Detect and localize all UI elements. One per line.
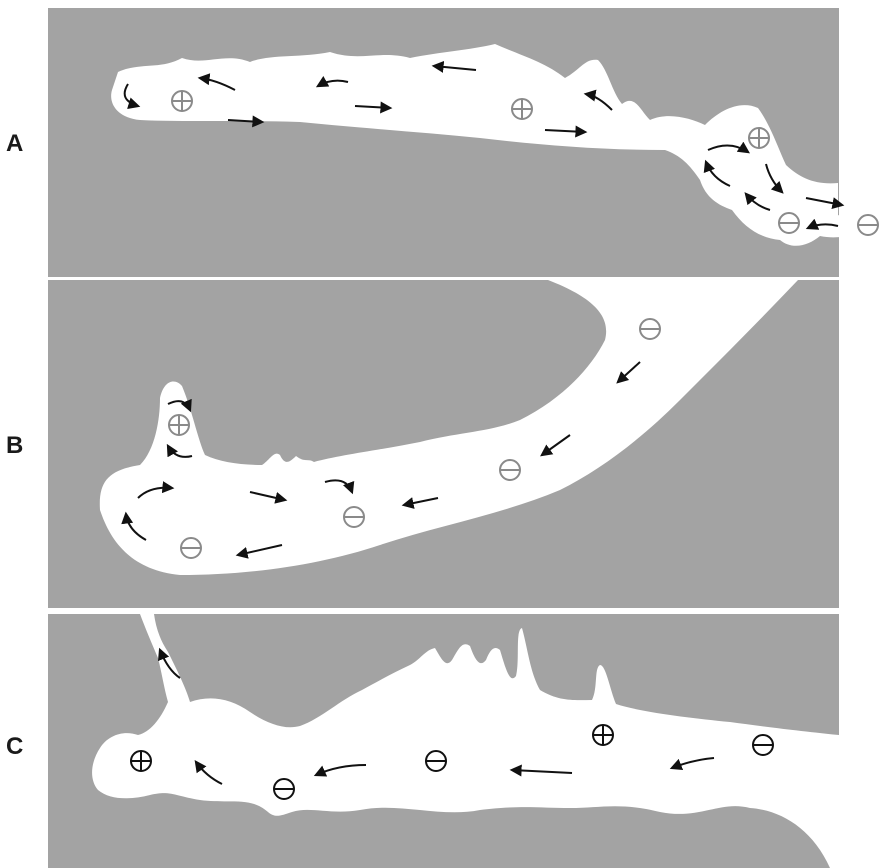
negative-charge-icon — [500, 460, 520, 480]
panel-b — [48, 280, 839, 608]
negative-charge-icon — [426, 751, 446, 771]
positive-charge-icon — [172, 91, 192, 111]
positive-charge-icon — [512, 99, 532, 119]
panel-c — [48, 614, 839, 868]
negative-charge-icon — [753, 735, 773, 755]
positive-charge-icon — [169, 415, 189, 435]
panel-a — [48, 8, 870, 277]
positive-charge-icon — [749, 128, 769, 148]
positive-charge-icon — [593, 725, 613, 745]
panel-separator-bc — [48, 608, 839, 614]
negative-charge-icon — [274, 779, 294, 799]
panel-separator-ab — [48, 277, 839, 280]
negative-charge-icon — [344, 507, 364, 527]
negative-charge-icon — [181, 538, 201, 558]
negative-charge-icon — [779, 213, 799, 233]
negative-charge-icon — [858, 215, 878, 235]
negative-charge-icon — [640, 319, 660, 339]
positive-charge-icon — [131, 751, 151, 771]
